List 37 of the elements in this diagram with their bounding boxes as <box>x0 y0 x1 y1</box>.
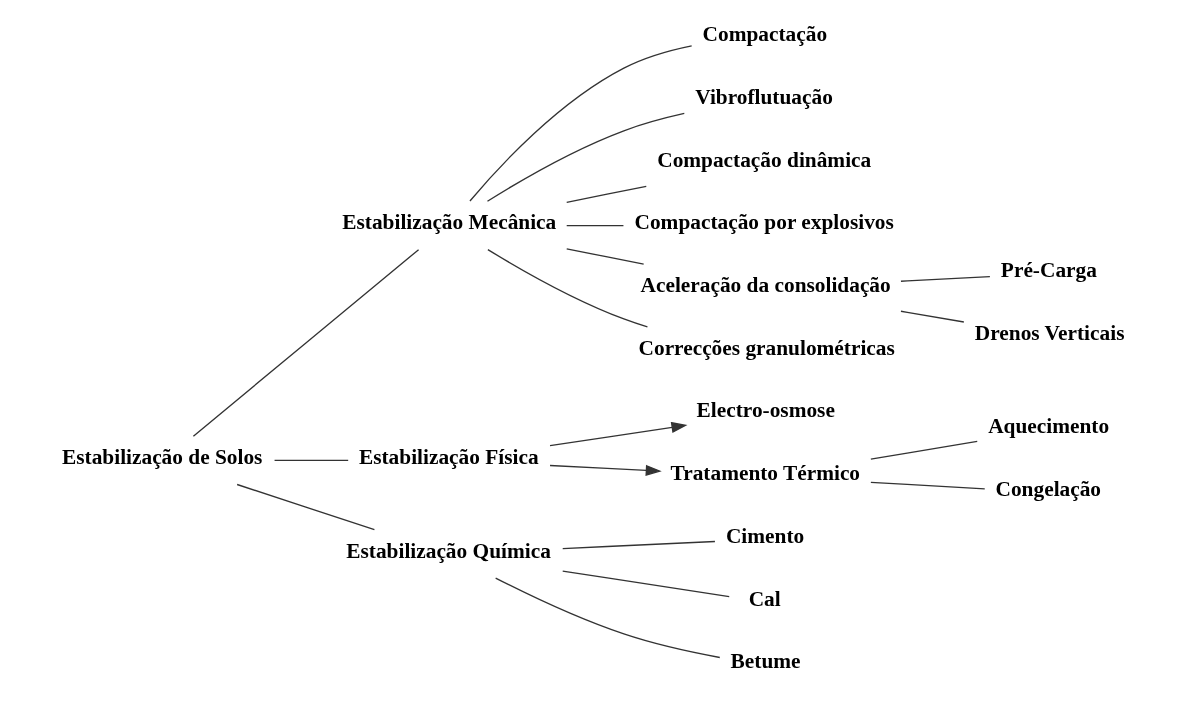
connector <box>565 224 624 227</box>
node-text: Compactação <box>702 22 827 47</box>
node-text: Cal <box>748 586 781 611</box>
connector <box>899 275 991 282</box>
connector <box>869 481 985 490</box>
node-text: Aceleração da consolidação <box>640 273 891 298</box>
node-text: Cimento <box>725 523 804 548</box>
node-text: Congelação <box>995 477 1101 502</box>
node-text: Compactação por explosivos <box>634 210 894 235</box>
connector <box>494 577 720 659</box>
node-text: Estabilização de Solos <box>61 445 262 470</box>
node-text: Drenos Verticais <box>974 321 1124 346</box>
arrow <box>548 421 687 447</box>
node-text: Aquecimento <box>987 414 1109 439</box>
node-text: Correcções granulométricas <box>638 335 895 360</box>
node-text: Pré-Carga <box>1000 258 1097 283</box>
connector <box>486 248 648 328</box>
node-text: Estabilização Mecânica <box>341 210 556 235</box>
connector <box>561 570 730 598</box>
node-text: Estabilização Química <box>345 538 551 563</box>
connector <box>899 310 964 323</box>
node-text: Estabilização Física <box>358 445 539 470</box>
node-text: Compactação dinâmica <box>656 147 871 172</box>
connector <box>192 249 419 437</box>
connector <box>869 440 978 460</box>
connector <box>565 185 647 203</box>
connector <box>486 112 685 202</box>
connector <box>561 540 716 550</box>
connector <box>565 248 644 265</box>
connector <box>468 45 692 202</box>
node-text: Electro-osmose <box>696 398 835 423</box>
connector <box>273 459 349 462</box>
connector <box>235 483 375 531</box>
arrow <box>548 464 662 476</box>
node-text: Betume <box>730 649 801 674</box>
node-text: Vibroflutuação <box>694 84 833 109</box>
node-text: Tratamento Térmico <box>670 461 860 486</box>
